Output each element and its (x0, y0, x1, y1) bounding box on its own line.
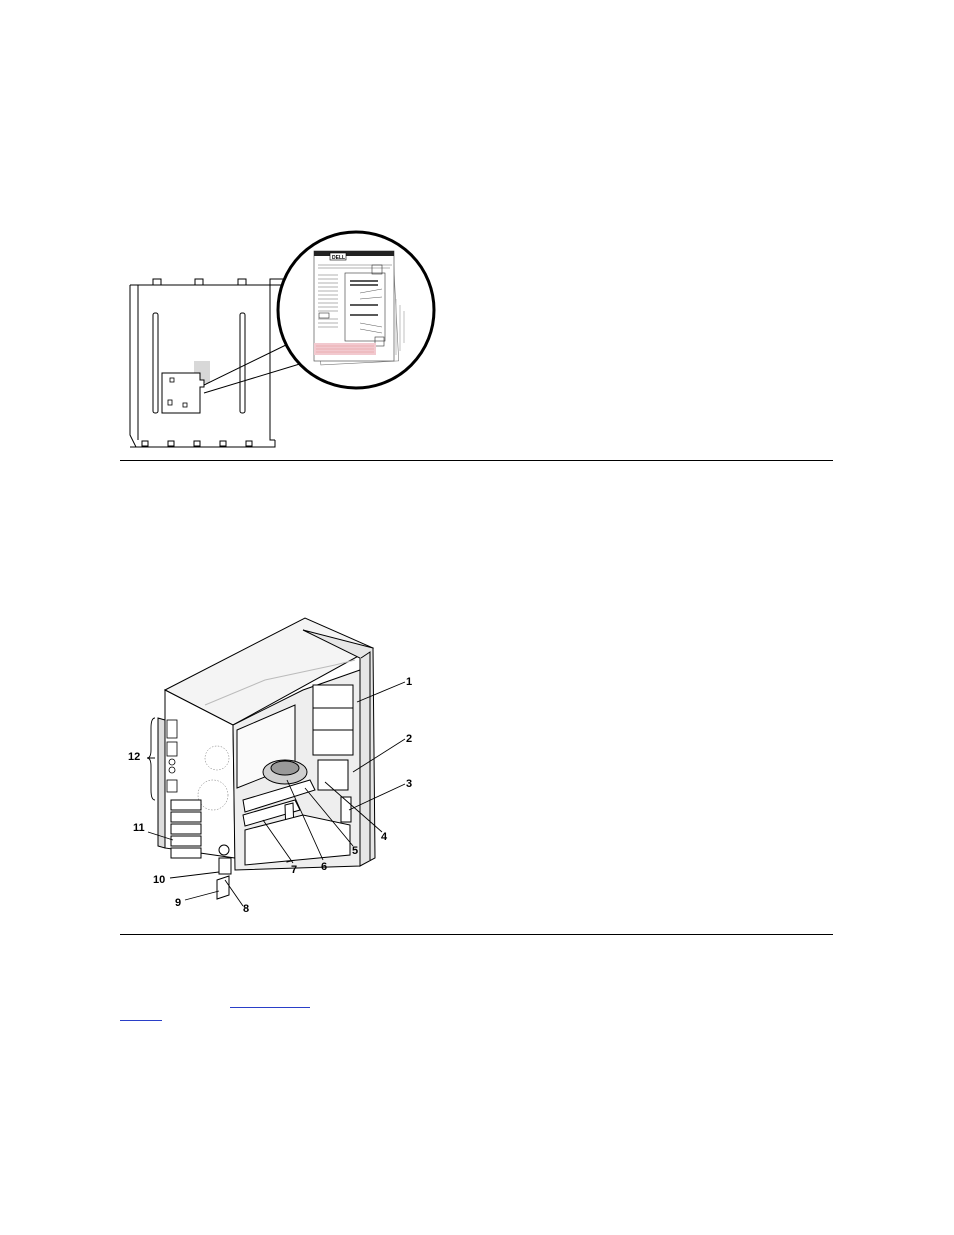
dell-logo-text: DELL (332, 255, 345, 261)
section-divider-top (120, 460, 833, 461)
section-divider-bottom (120, 934, 833, 935)
rear-io-ports (167, 720, 177, 792)
callout-8: 8 (243, 903, 249, 915)
callout-3: 3 (406, 778, 412, 790)
callout-2: 2 (406, 733, 412, 745)
callout-9: 9 (175, 897, 181, 909)
nav-link-underline-left[interactable] (120, 1020, 162, 1021)
callout-4: 4 (381, 831, 388, 843)
callout-12: 12 (128, 751, 140, 763)
callout-11: 11 (133, 822, 145, 834)
expansion-slots (171, 800, 201, 858)
callout-10: 10 (153, 874, 165, 886)
chassis-interior-figure: 1 2 3 4 5 6 7 8 9 10 11 12 (125, 610, 425, 915)
callout-7: 7 (291, 864, 297, 876)
nav-link-underline-right[interactable] (230, 1007, 310, 1008)
magnified-label-circle: DELL (278, 232, 434, 388)
panel-label (162, 361, 210, 413)
callout-1: 1 (406, 676, 412, 688)
callout-5: 5 (352, 845, 358, 857)
callout-6: 6 (321, 861, 327, 873)
system-label-figure: DELL (120, 215, 440, 455)
